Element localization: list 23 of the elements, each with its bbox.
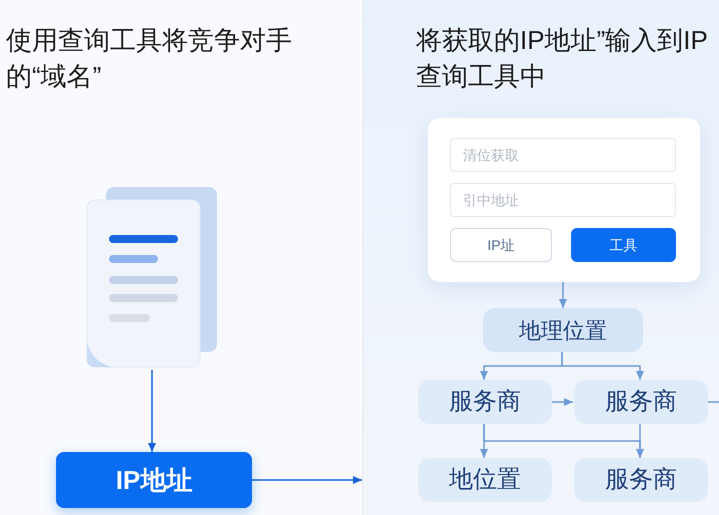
process-box: IP地址: [56, 452, 252, 508]
process-box: 地理位置: [483, 308, 643, 352]
connector-line: [707, 401, 719, 403]
panel-heading: 将获取的IP地址”输入到IP查询工具中: [416, 24, 709, 93]
form-card: [428, 118, 700, 282]
process-box: 服务商: [574, 380, 708, 424]
input-field: 引中地址: [450, 183, 676, 217]
process-box: 服务商: [418, 380, 552, 424]
process-box: 服务商: [574, 458, 708, 502]
document-picture: [84, 184, 220, 370]
arrow: [561, 352, 644, 380]
panel-heading: 使用查询工具将竞争对手的“域名”: [6, 24, 293, 93]
primary-button: 工具: [571, 228, 676, 262]
arrow: [559, 282, 567, 308]
arrow: [551, 398, 573, 406]
panel: [362, 0, 719, 515]
process-box: 地位置: [418, 458, 552, 502]
arrow: [636, 424, 644, 458]
secondary-button: IP址: [450, 228, 552, 262]
panel: [0, 0, 360, 515]
arrow: [252, 476, 362, 484]
input-field: 清位获取: [450, 138, 676, 172]
arrow: [148, 370, 156, 452]
